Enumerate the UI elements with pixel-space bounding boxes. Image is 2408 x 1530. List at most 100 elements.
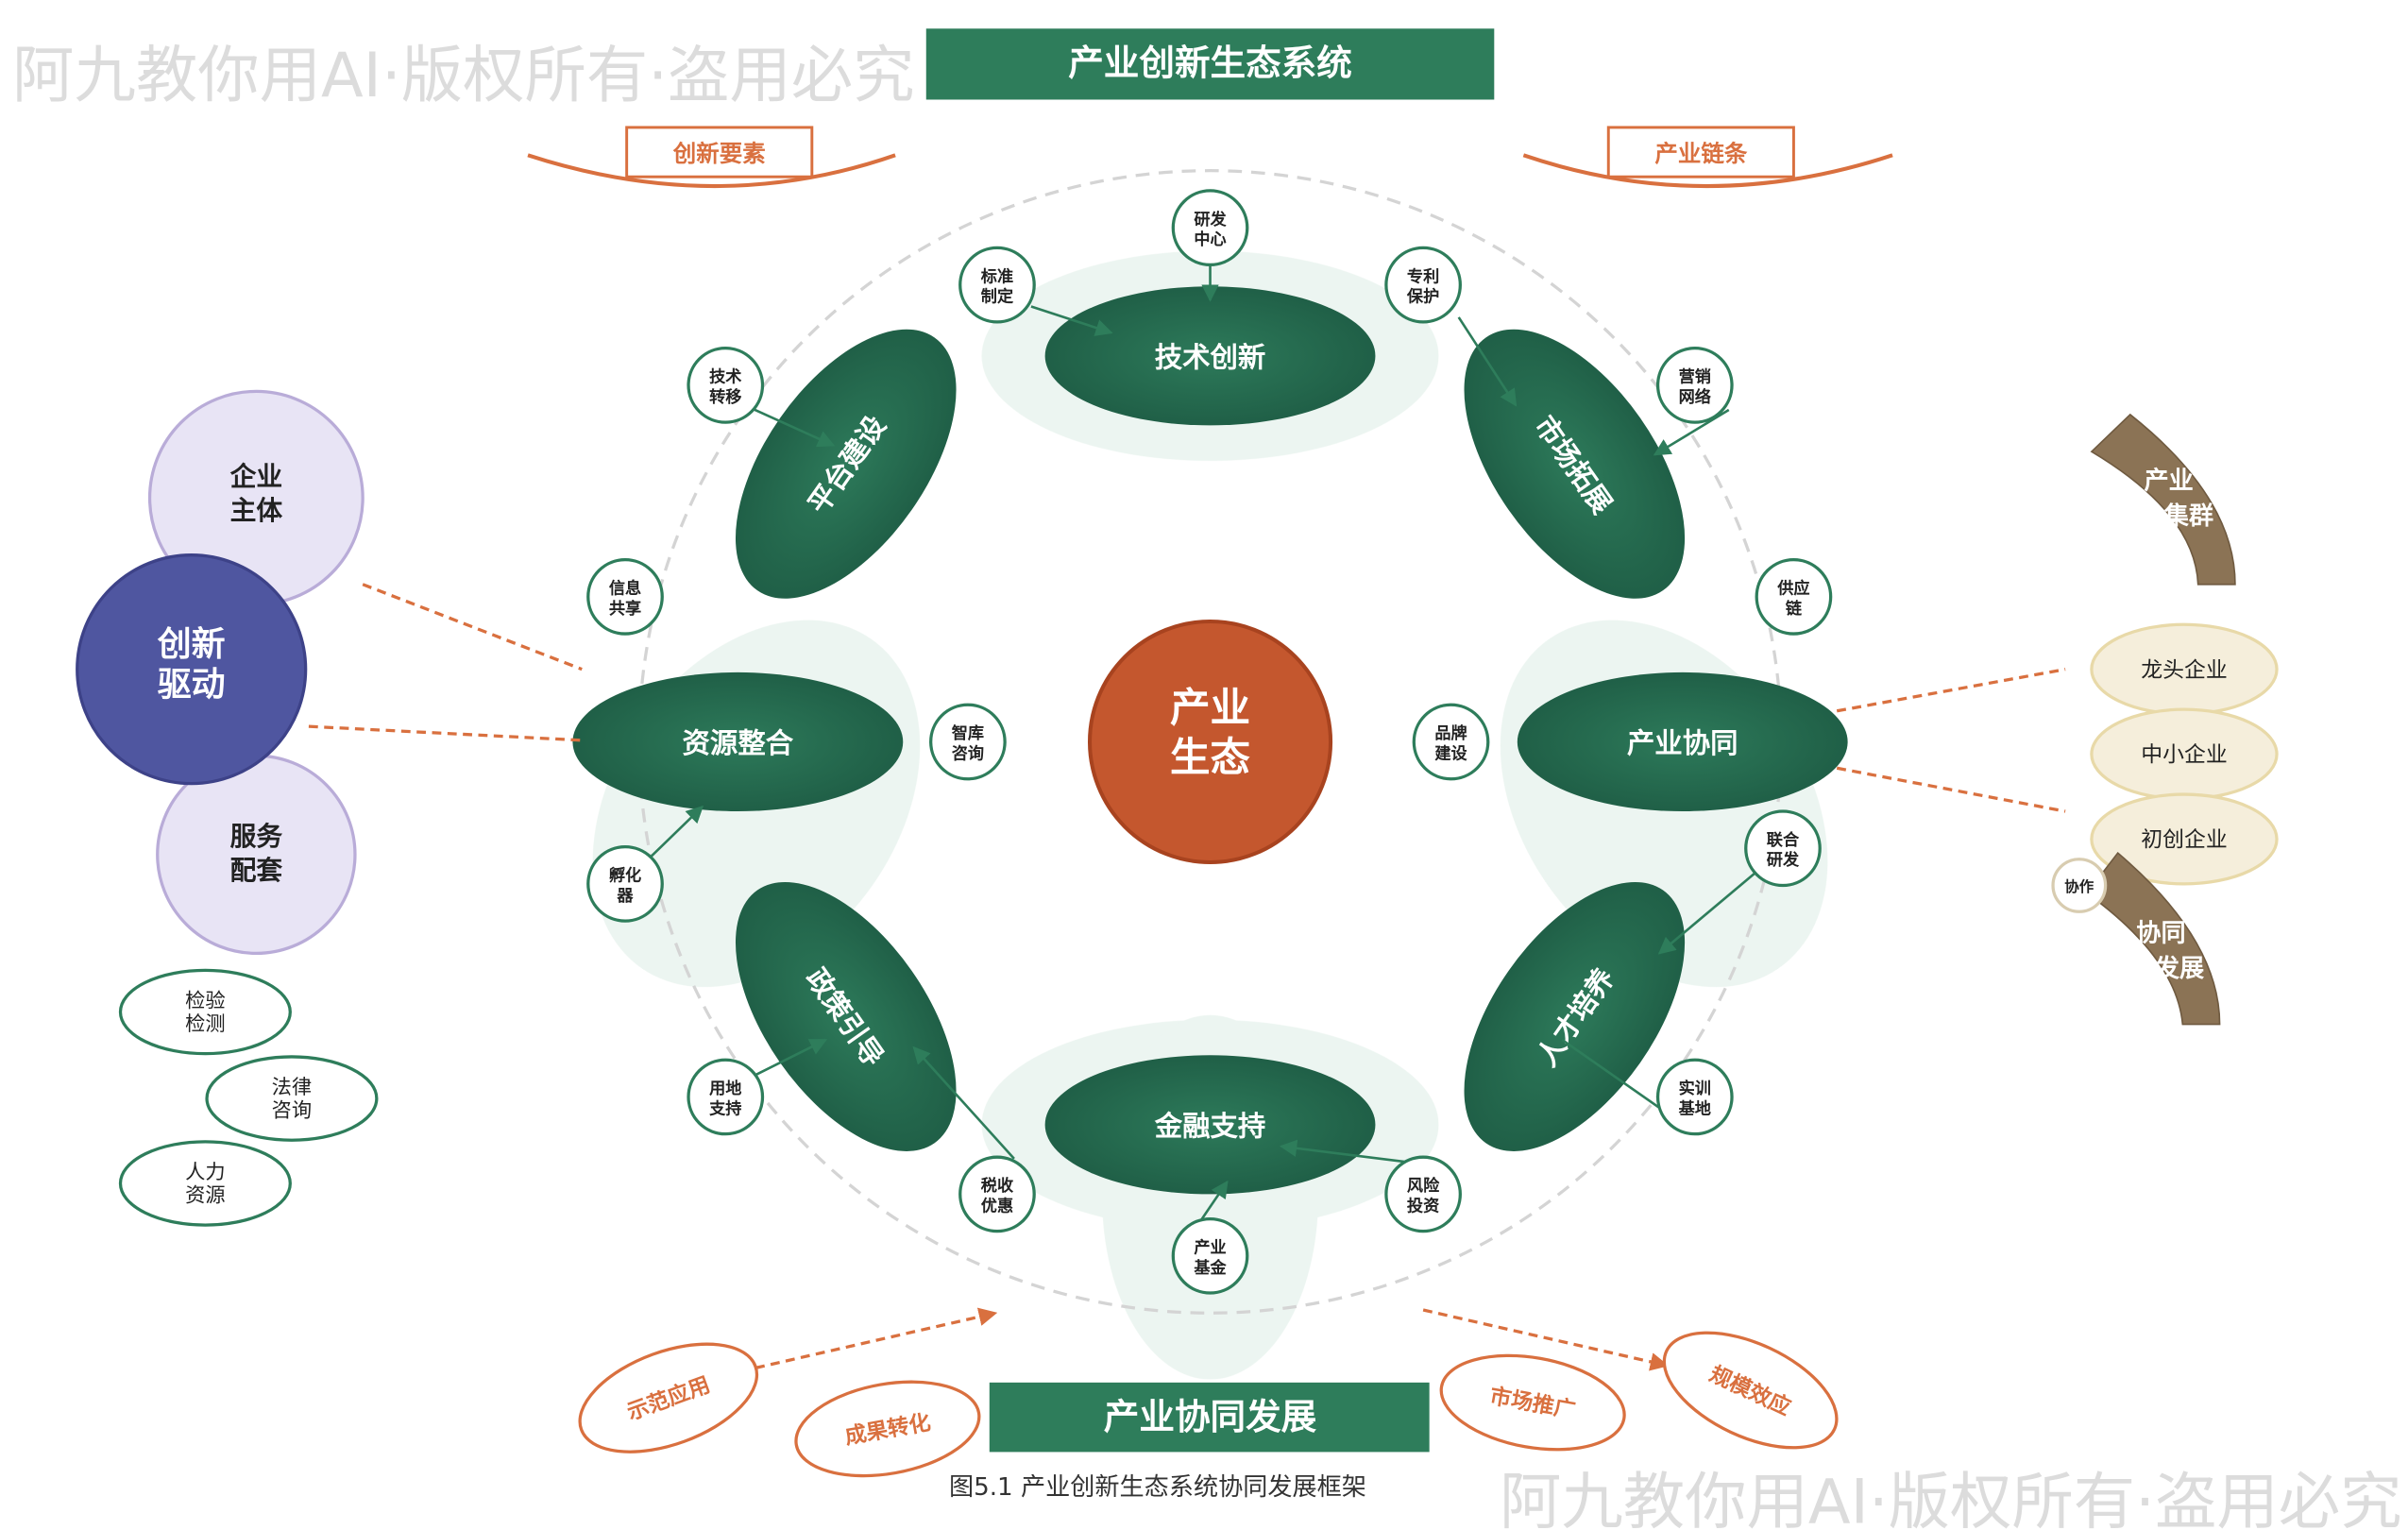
svg-text:共享: 共享: [609, 599, 641, 619]
circle-innovation-drive[interactable]: 创新 驱动: [76, 553, 308, 786]
svg-text:法律: 法律: [272, 1076, 313, 1099]
connector-arrows: [647, 264, 1756, 1221]
node-tech-innovation[interactable]: 技术创新: [1044, 286, 1376, 426]
title: 产业创新生态系统: [1068, 42, 1352, 83]
svg-text:中小企业: 中小企业: [2141, 743, 2228, 768]
svg-text:企业: 企业: [230, 461, 283, 492]
svg-text:产业链条: 产业链条: [1654, 140, 1747, 167]
svg-text:中心: 中心: [1194, 230, 1226, 249]
svg-text:用地: 用地: [709, 1079, 741, 1098]
arrow-to-scale-effect: [1422, 1308, 1670, 1371]
svg-text:基金: 基金: [1193, 1258, 1227, 1278]
bottom-title: 产业协同发展: [1104, 1396, 1317, 1437]
outcome-market-promotion[interactable]: 市场推广: [1433, 1342, 1632, 1462]
figure-caption: 图5.1 产业创新生态系统协同发展框架: [949, 1473, 1366, 1502]
svg-text:金融支持: 金融支持: [1154, 1110, 1266, 1142]
svg-text:产业: 产业: [2144, 467, 2193, 495]
svg-text:联合: 联合: [1767, 830, 1800, 850]
svg-text:咨询: 咨询: [952, 743, 984, 763]
svg-text:网络: 网络: [1679, 387, 1712, 407]
svg-text:品牌: 品牌: [1434, 723, 1467, 743]
svg-text:研发: 研发: [1767, 850, 1800, 870]
node-talent-cultivation[interactable]: 人才培养: [1420, 844, 1729, 1189]
svg-text:检验: 检验: [185, 990, 226, 1013]
svg-text:建设: 建设: [1434, 743, 1467, 763]
svg-text:产业: 产业: [1170, 686, 1250, 732]
svg-text:孵化: 孵化: [609, 866, 641, 886]
enterprise-sme[interactable]: 中小企业: [2090, 707, 2279, 801]
svg-text:实训: 实训: [1679, 1079, 1711, 1098]
svg-text:创新: 创新: [158, 625, 226, 664]
watermark-top: 阿九教你用AI·版权所有·盗用必究: [12, 40, 914, 111]
service-legal-consulting[interactable]: 法律 咨询: [205, 1055, 379, 1142]
svg-text:链: 链: [1786, 599, 1803, 619]
link-drive-bottom: [308, 724, 583, 742]
svg-text:咨询: 咨询: [272, 1099, 313, 1123]
svg-text:初创企业: 初创企业: [2141, 828, 2228, 853]
circle-service-support[interactable]: 服务 配套: [156, 754, 357, 956]
svg-text:专利: 专利: [1407, 266, 1439, 286]
svg-text:产业协同: 产业协同: [1627, 727, 1738, 759]
svg-text:人力: 人力: [185, 1161, 226, 1184]
svg-text:风险: 风险: [1407, 1176, 1440, 1196]
arc-industry-cluster: 产业 集群: [2090, 413, 2236, 586]
svg-text:主体: 主体: [230, 495, 283, 526]
service-inspection-testing[interactable]: 检验 检测: [118, 968, 292, 1056]
node-industry-synergy[interactable]: 产业协同: [1517, 672, 1848, 812]
svg-text:发展: 发展: [2154, 954, 2205, 983]
link-synergy-bottom: [1836, 766, 2066, 813]
watermark-bottom: 阿九教你用AI·版权所有·盗用必究: [1500, 1467, 2401, 1530]
svg-text:税收: 税收: [981, 1176, 1014, 1196]
service-human-resources[interactable]: 人力 资源: [118, 1140, 292, 1227]
svg-text:集群: 集群: [2163, 502, 2213, 531]
svg-text:技术: 技术: [709, 367, 742, 387]
outcome-demo-application[interactable]: 示范应用: [566, 1323, 772, 1473]
bubble-cooperate[interactable]: 协作: [2051, 858, 2108, 913]
svg-text:投资: 投资: [1407, 1196, 1439, 1216]
center-industry-ecology[interactable]: 产业 生态: [1087, 619, 1333, 865]
svg-text:生态: 生态: [1170, 736, 1250, 782]
svg-text:转移: 转移: [709, 387, 741, 407]
svg-text:产业: 产业: [1194, 1238, 1226, 1258]
svg-text:协同: 协同: [2136, 919, 2185, 947]
bubble-supply-chain[interactable]: 供应链: [1755, 557, 1833, 636]
svg-text:资源整合: 资源整合: [683, 727, 794, 759]
outcome-scale-effect[interactable]: 规模效应: [1647, 1309, 1854, 1471]
label-innovation-elements: 创新要素: [527, 126, 896, 188]
node-platform-building[interactable]: 平台建设: [691, 292, 1000, 637]
node-resource-integration[interactable]: 资源整合: [572, 672, 904, 812]
bubble-incubator[interactable]: 孵化器: [586, 844, 664, 923]
arc-collaborative-development: 协同 发展: [2085, 851, 2221, 1026]
enterprise-leading[interactable]: 龙头企业: [2090, 622, 2279, 716]
svg-text:供应: 供应: [1776, 579, 1809, 599]
svg-text:服务: 服务: [230, 821, 283, 852]
node-finance-support[interactable]: 金融支持: [1044, 1055, 1376, 1195]
title-banner: 产业创新生态系统: [925, 28, 1495, 100]
outcome-result-transfer[interactable]: 成果转化: [789, 1368, 987, 1488]
link-drive-top: [362, 583, 583, 672]
svg-text:技术创新: 技术创新: [1155, 341, 1266, 373]
bottom-title-banner: 产业协同发展: [989, 1382, 1430, 1453]
svg-text:智库: 智库: [952, 723, 984, 743]
arrow-to-ecosystem: [724, 1307, 998, 1377]
svg-text:研发: 研发: [1194, 210, 1227, 230]
node-market-expansion[interactable]: 市场拓展: [1420, 292, 1729, 637]
svg-text:信息: 信息: [609, 579, 641, 599]
enterprise-startup[interactable]: 初创企业: [2090, 792, 2279, 886]
svg-text:创新要素: 创新要素: [672, 140, 766, 167]
